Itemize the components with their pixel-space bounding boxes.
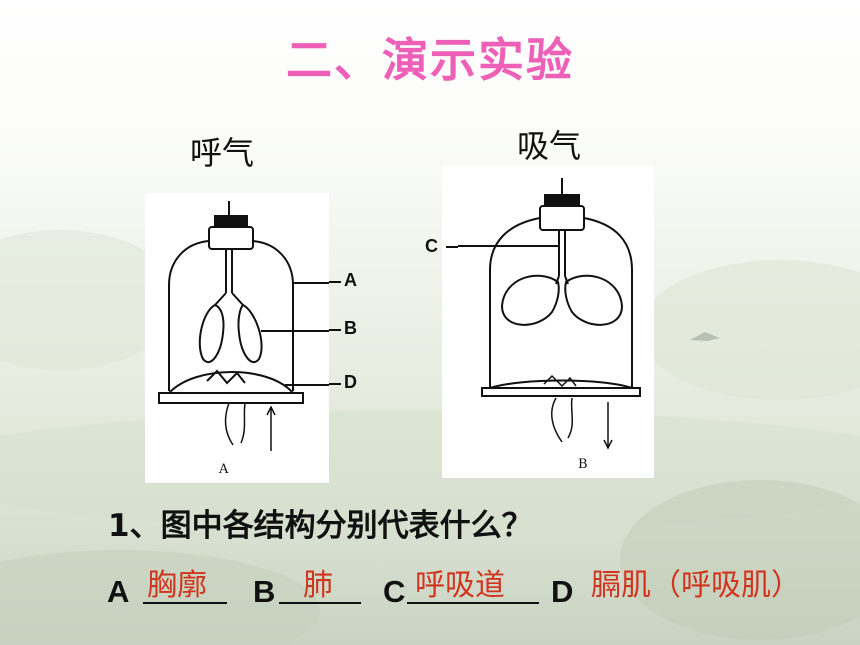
base-plate [158, 392, 304, 404]
tag-b: B [344, 318, 357, 338]
right-lung [564, 274, 624, 326]
up-arrow-icon [266, 405, 276, 416]
answer-blank-c [407, 602, 539, 604]
down-arrow-icon [603, 439, 613, 450]
panel-b-caption: B [578, 457, 588, 472]
inhale-label: 吸气 [517, 127, 582, 165]
tag-a: A [344, 270, 357, 290]
stopper-top [544, 194, 580, 206]
stopper [539, 205, 585, 231]
page-title: 二、演示实验 [286, 33, 574, 87]
answer-row: A 胸廓 B 呼吸道 肺 C 呼吸道 D 膈肌（呼吸肌） [107, 560, 857, 620]
left-lung [198, 303, 225, 363]
answer-b-text: 肺 [303, 568, 333, 603]
stopper [208, 226, 254, 250]
trachea [558, 230, 566, 276]
exhale-label: 呼气 [190, 134, 255, 172]
bell-jar [168, 240, 294, 391]
right-lung [237, 303, 263, 363]
base-plate [481, 387, 641, 397]
left-lung [500, 274, 560, 326]
answer-letter-c: C [383, 574, 406, 609]
answer-blank-a [143, 602, 227, 604]
answer-blank-b [279, 602, 361, 604]
question-text: 1、图中各结构分别代表什么？ [108, 508, 533, 544]
answer-a: 胸廓 [147, 568, 207, 603]
bell-jar [489, 217, 633, 388]
trachea [225, 249, 233, 293]
answer-c: 呼吸道 [415, 568, 505, 603]
exhale-diagram: A [145, 193, 329, 483]
inhale-diagram: B [442, 166, 654, 478]
stopper-top [214, 215, 248, 227]
answer-letter-b: B [253, 574, 276, 609]
tag-d: D [344, 372, 357, 392]
tag-c: C [425, 236, 438, 256]
answer-letter-d: D [551, 574, 574, 609]
diaphragm [168, 371, 294, 394]
answer-d: 膈肌（呼吸肌） [591, 568, 801, 603]
panel-a-caption: A [218, 462, 229, 477]
answer-letter-a: A [107, 574, 130, 609]
